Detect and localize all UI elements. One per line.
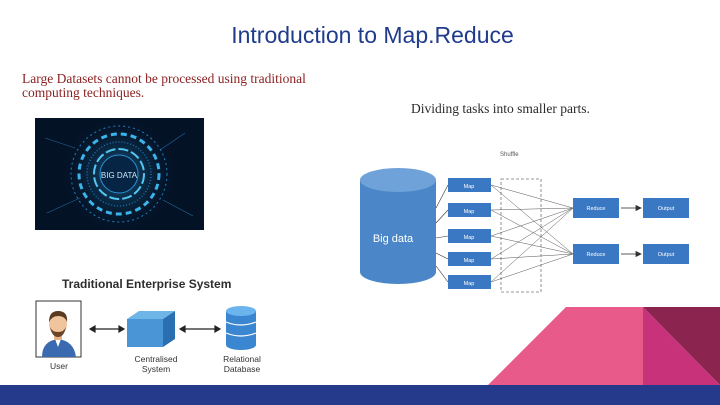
slide-title: Introduction to Map.Reduce <box>231 22 514 48</box>
big-data-caption: BIG DATA <box>101 171 138 180</box>
output-box: Output <box>643 198 689 218</box>
svg-text:Map: Map <box>464 258 475 264</box>
map-box: Map <box>448 275 491 289</box>
map-box: Map <box>448 229 491 243</box>
output-arrows <box>621 204 642 258</box>
svg-text:Map: Map <box>464 184 475 190</box>
svg-text:Map: Map <box>464 209 475 215</box>
svg-text:Output: Output <box>658 206 675 212</box>
bottom-bar <box>0 385 720 405</box>
big-data-label: Big data <box>373 233 414 245</box>
shuffle-box <box>500 178 542 293</box>
shuffle-lines <box>490 184 574 283</box>
svg-text:Map: Map <box>464 235 475 241</box>
magenta-shape <box>643 307 720 385</box>
big-data-image: BIG DATA <box>35 118 204 230</box>
pink-shape <box>488 307 643 385</box>
arrow-system-database <box>178 324 222 334</box>
shuffle-label: Shuffle <box>500 152 519 158</box>
right-description: Dividing tasks into smaller parts. <box>411 101 590 116</box>
left-description: Large Datasets cannot be processed using… <box>22 71 306 100</box>
map-box: Map <box>448 178 491 192</box>
maroon-shape <box>643 307 720 385</box>
relational-database-label: Relational Database <box>223 354 261 374</box>
traditional-system-title: Traditional Enterprise System <box>62 277 232 291</box>
svg-text:Reduce: Reduce <box>587 206 606 212</box>
big-data-cylinder <box>360 168 436 284</box>
centralised-system-label: Centralised System <box>134 354 178 374</box>
output-box: Output <box>643 244 689 264</box>
map-box: Map <box>448 252 491 266</box>
reduce-box: Reduce <box>573 244 619 264</box>
user-icon <box>42 311 76 357</box>
database-icon <box>225 306 257 350</box>
svg-text:Reduce: Reduce <box>587 252 606 258</box>
svg-text:Map: Map <box>464 281 475 287</box>
traditional-system-diagram: User Centralised System Relational Datab… <box>28 295 288 385</box>
user-label: User <box>50 361 68 371</box>
server-icon <box>127 311 175 347</box>
input-arrows <box>435 184 449 283</box>
arrow-user-system <box>88 324 126 334</box>
map-box: Map <box>448 203 491 217</box>
svg-text:Output: Output <box>658 252 675 258</box>
mapreduce-diagram: Shuffle Big data Map Map Map <box>355 148 695 298</box>
reduce-box: Reduce <box>573 198 619 218</box>
